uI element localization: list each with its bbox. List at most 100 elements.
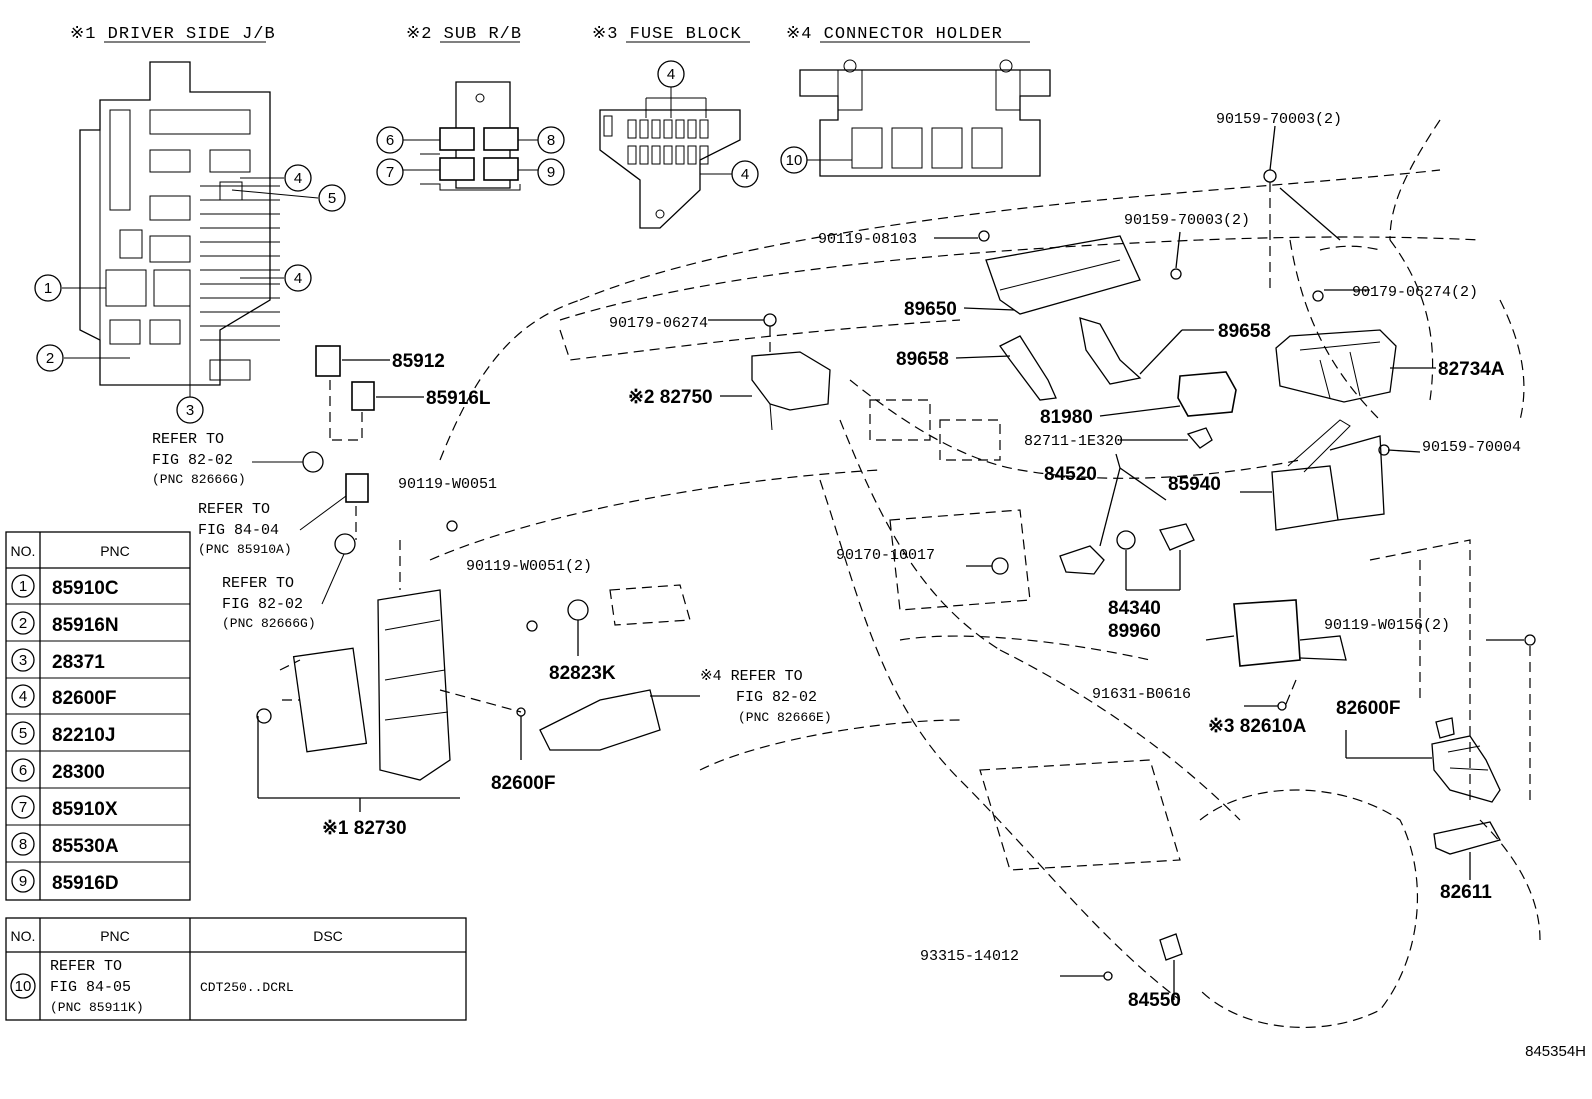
label-82611: 82611 [1440, 882, 1492, 903]
table1-row-no: 2 [19, 615, 27, 632]
table2-row-no: 10 [15, 978, 32, 995]
code-90159-70003-top: 90159-70003(2) [1216, 111, 1342, 128]
refer-4-line2: FIG 82-02 [736, 689, 817, 706]
table1-row-no: 3 [19, 652, 27, 669]
refer-1-line2: FIG 82-02 [152, 452, 233, 469]
fuse-block-drawing: 4 4 [599, 60, 759, 229]
table1-row-no: 1 [19, 578, 27, 595]
code-90159-70003-mid: 90159-70003(2) [1124, 212, 1250, 229]
refer-1-line1: REFER TO [152, 431, 224, 448]
table1-row-pnc: 85916N [52, 615, 119, 636]
refer-3-line1: REFER TO [222, 575, 294, 592]
part-drawings [256, 125, 1536, 1000]
table-row: 4 82600F [11, 684, 116, 709]
jb-82730-shape [377, 589, 451, 781]
label-82823K: 82823K [549, 663, 616, 684]
section-headings: ※1 DRIVER SIDE J/B ※2 SUB R/B ※3 FUSE BL… [70, 25, 1030, 44]
callout-8 [537, 126, 565, 154]
table2-row-pnc-line1: REFER TO [50, 958, 122, 975]
refer-2-line1: REFER TO [198, 501, 270, 518]
callout-4-label: 4 [667, 66, 675, 83]
refer-2-line2: FIG 84-04 [198, 522, 279, 539]
callout-4 [284, 164, 312, 192]
dashboard-outline [429, 119, 1541, 1029]
table1-row-no: 7 [19, 799, 27, 816]
table1-row-no: 9 [19, 873, 27, 890]
code-labels: 90159-70003(2) 90159-70003(2) 90119-0810… [398, 111, 1521, 965]
label-84520: 84520 [1044, 464, 1097, 485]
callout-6-label: 6 [386, 132, 394, 149]
callout-5-label: 5 [328, 190, 336, 207]
table2-row-dsc: CDT250..DCRL [200, 980, 294, 995]
refer-to-notes: REFER TO FIG 82-02 (PNC 82666G) REFER TO… [152, 431, 832, 725]
table-row: 6 28300 [11, 758, 105, 783]
refer-1-pnc: (PNC 82666G) [152, 472, 246, 487]
code-90119-W0051-2: 90119-W0051(2) [466, 558, 592, 575]
relay-85910A-shape [345, 473, 369, 503]
callout-9-label: 9 [547, 164, 555, 181]
relay-85912-shape [315, 345, 341, 377]
callout-9 [537, 158, 565, 186]
dsc-table: NO. PNC DSC 10 REFER TO FIG 84-05 (PNC 8… [5, 917, 467, 1021]
driver-side-jb-drawing [62, 61, 319, 398]
table1-row-pnc: 85530A [52, 836, 119, 857]
table1-row-no: 8 [19, 836, 27, 853]
table1-row-no: 6 [19, 762, 27, 779]
callout-3-label: 3 [186, 402, 194, 419]
table1-row-pnc: 82600F [52, 688, 116, 709]
refer-3-line2: FIG 82-02 [222, 596, 303, 613]
table1-row-pnc: 28371 [52, 652, 105, 673]
refer-4-pnc: (PNC 82666E) [738, 710, 832, 725]
table2-header-dsc: DSC [313, 928, 343, 944]
label-89658-right: 89658 [1218, 321, 1271, 342]
table1-header-pnc: PNC [100, 543, 130, 559]
code-90119-08103: 90119-08103 [818, 231, 917, 248]
callout-6 [376, 126, 404, 154]
code-90179-06274-2: 90179-06274(2) [1352, 284, 1478, 301]
callout-4-label: 4 [294, 170, 302, 187]
label-82750: ※2 82750 [628, 387, 713, 408]
callout-7-label: 7 [386, 164, 394, 181]
heading-connector-holder: ※4 CONNECTOR HOLDER [786, 25, 1003, 44]
callout-1-label: 1 [44, 280, 52, 297]
sub-rb-drawing: 6 7 8 9 [376, 81, 565, 191]
table1-row-no: 5 [19, 725, 27, 742]
table1-header-no: NO. [11, 543, 36, 559]
label-82734A: 82734A [1438, 359, 1505, 380]
code-91631-B0616: 91631-B0616 [1092, 686, 1191, 703]
callout-4 [657, 60, 685, 88]
code-90170-10017: 90170-10017 [836, 547, 935, 564]
table-row: 1 85910C [11, 574, 119, 599]
callout-10-label: 10 [786, 152, 803, 169]
label-85940: 85940 [1168, 474, 1221, 495]
table-row: 9 85916D [11, 869, 119, 894]
table1-row-no: 4 [19, 688, 27, 705]
table1-row-pnc: 85916D [52, 873, 119, 894]
table1-row-pnc: 28300 [52, 762, 105, 783]
heading-sub-rb: ※2 SUB R/B [406, 25, 522, 44]
label-82730: ※1 82730 [322, 818, 407, 839]
connector-holder-drawing: 10 [780, 59, 1051, 177]
callout-4 [284, 264, 312, 292]
refer-4-line1: ※4 REFER TO [700, 668, 803, 685]
label-81980: 81980 [1040, 407, 1093, 428]
label-84340: 84340 [1108, 598, 1161, 619]
callout-2 [36, 344, 64, 372]
callout-4 [731, 160, 759, 188]
table-row: 5 82210J [11, 721, 115, 746]
label-84550: 84550 [1128, 990, 1181, 1011]
pnc-table: NO. PNC 1 85910C 2 85916N 3 28371 4 8260… [5, 531, 191, 901]
heading-fuse-block: ※3 FUSE BLOCK [592, 25, 742, 44]
label-82600F-right: 82600F [1336, 698, 1400, 719]
heading-driver-side-jb: ※1 DRIVER SIDE J/B [70, 25, 276, 44]
refer-3-pnc: (PNC 82666G) [222, 616, 316, 631]
figure-id: 845354H [1525, 1043, 1586, 1060]
callout-4-label: 4 [294, 270, 302, 287]
callout-7 [376, 158, 404, 186]
label-89650: 89650 [904, 299, 957, 320]
table2-header-no: NO. [11, 928, 36, 944]
refer-2-pnc: (PNC 85910A) [198, 542, 292, 557]
callout-5 [318, 184, 346, 212]
table2-row-pnc-line3: (PNC 85911K) [50, 1000, 144, 1015]
part-labels: 85912 85916L ※2 82750 89650 89658 89658 … [322, 299, 1505, 1011]
